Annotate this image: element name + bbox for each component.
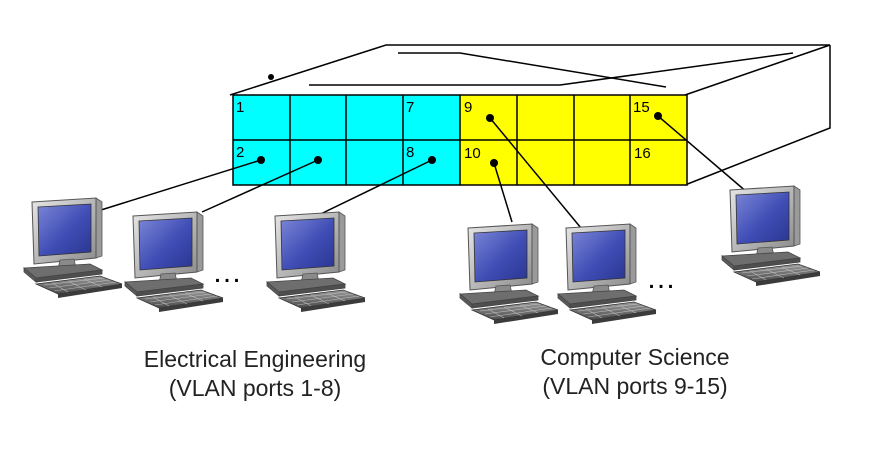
desktop-computer-icon <box>23 197 123 299</box>
desktop-computer-icon <box>459 223 559 325</box>
cable-port-2 <box>100 159 262 211</box>
port-label-9: 9 <box>464 99 472 116</box>
top-dot <box>268 74 274 80</box>
cable-ee-port <box>201 159 319 213</box>
port-label-8: 8 <box>406 144 414 161</box>
port-dot-8 <box>428 156 436 164</box>
ee-group-name: Electrical Engineering <box>143 346 367 372</box>
cs-computers <box>459 185 821 325</box>
port-dot-10 <box>490 159 498 167</box>
port-label-15: 15 <box>633 99 650 116</box>
desktop-computer-icon <box>124 211 224 313</box>
port-dot-ee <box>314 156 322 164</box>
switch-box <box>229 44 831 186</box>
top-internal-line <box>459 52 667 88</box>
top-internal-line <box>559 52 794 86</box>
cs-caption: Computer Science (VLAN ports 9-15) <box>470 343 800 401</box>
ee-ellipsis: … <box>212 256 242 289</box>
port-label-2: 2 <box>236 144 244 161</box>
desktop-computer-icon <box>557 223 657 325</box>
cable-port-10 <box>493 162 513 223</box>
port-label-10: 10 <box>464 145 481 162</box>
ee-computers <box>23 197 366 313</box>
cs-ellipsis: … <box>646 262 676 295</box>
cable-port-9 <box>489 117 582 229</box>
port-label-16: 16 <box>634 145 651 162</box>
port-dot-2 <box>257 156 265 164</box>
port-label-1: 1 <box>236 99 244 116</box>
ee-port-range: (VLAN ports 1-8) <box>168 375 342 401</box>
cs-group-name: Computer Science <box>540 344 730 370</box>
cs-port-range: (VLAN ports 9-15) <box>542 373 728 399</box>
port-dot-9 <box>486 114 494 122</box>
port-dots <box>257 112 662 167</box>
port-dot-15 <box>654 112 662 120</box>
desktop-computer-icon <box>266 211 366 313</box>
desktop-computer-icon <box>721 185 821 287</box>
cable-port-15 <box>657 115 749 194</box>
port-label-7: 7 <box>406 99 414 116</box>
port-panel: 1 2 7 8 9 10 15 16 <box>232 94 688 186</box>
ee-caption: Electrical Engineering (VLAN ports 1-8) <box>85 345 425 403</box>
